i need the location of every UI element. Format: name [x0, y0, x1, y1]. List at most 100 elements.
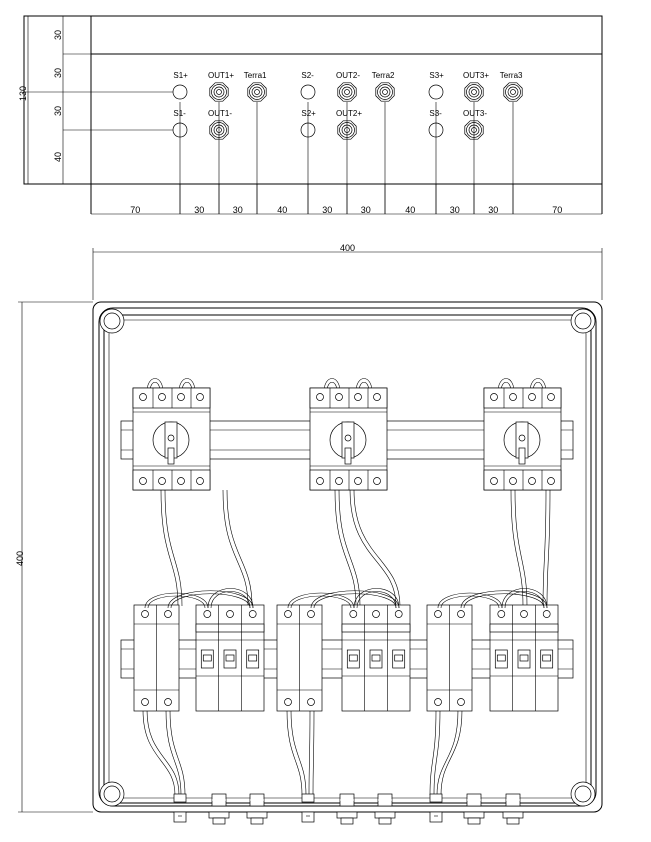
wire	[222, 489, 249, 607]
breaker-toggle	[542, 654, 552, 662]
gland-core	[254, 89, 260, 95]
jumper-wire	[356, 591, 397, 609]
column-dimension-label: 70	[130, 205, 140, 215]
terminal-screw	[158, 477, 166, 485]
jumper-wire	[353, 588, 400, 609]
bottom-entry-hole	[429, 793, 443, 823]
gland-core	[344, 89, 350, 95]
breaker-band	[195, 623, 265, 633]
terminal-screw	[203, 610, 212, 618]
bottom-entry-hole	[301, 793, 315, 823]
jumper-wire	[313, 593, 397, 609]
terminal-screw	[335, 393, 343, 401]
entry-label: S2-	[301, 71, 314, 80]
terminal-screw	[316, 393, 324, 401]
wire	[436, 709, 459, 796]
row-dimension-label: 30	[53, 106, 63, 116]
jumper-wire	[437, 592, 503, 609]
terminal-screw	[248, 610, 257, 618]
terminal-screw	[307, 610, 315, 618]
gland-nut	[374, 811, 396, 819]
breaker-toggle	[248, 654, 258, 662]
cable-gland: Terra1	[244, 71, 267, 102]
row-dimension-label: 40	[53, 152, 63, 162]
terminal-screw	[434, 698, 442, 706]
column-dimension-label: 40	[405, 205, 415, 215]
gland-cap	[340, 817, 354, 825]
jumper-wire	[210, 591, 251, 609]
wire	[429, 709, 437, 796]
terminal-screw	[164, 698, 172, 706]
wire	[312, 709, 315, 796]
breaker-group	[133, 588, 265, 712]
knob-grip	[518, 447, 526, 465]
jumper-wire	[287, 592, 355, 609]
hole-circle	[300, 84, 316, 100]
terminal-screw	[373, 393, 381, 401]
gland-core	[382, 89, 388, 95]
gland-core	[471, 89, 477, 95]
gland-cap	[378, 817, 392, 825]
knob-grip	[167, 447, 175, 465]
bottom-entry-gland	[374, 793, 396, 825]
terminal-screw	[434, 610, 442, 618]
cable-hole: S1+	[172, 71, 188, 100]
gland-cap	[506, 817, 520, 825]
knob-pivot	[518, 434, 526, 442]
hole-stub	[301, 811, 315, 823]
cable-gland: OUT3-	[463, 109, 487, 140]
terminal-screw	[372, 610, 380, 618]
isolator-switch	[483, 378, 562, 491]
breaker-toggle	[371, 654, 381, 662]
entry-label: S3+	[429, 71, 444, 80]
breaker-toggle	[394, 654, 404, 662]
corner-screw	[570, 781, 596, 807]
terminal-screw	[196, 393, 204, 401]
hole-stub	[173, 811, 187, 823]
jumper-wire	[463, 593, 545, 609]
jumper-wire	[144, 592, 209, 609]
knob-pivot	[344, 434, 352, 442]
wire	[146, 709, 180, 796]
column-dimension-label: 30	[488, 205, 498, 215]
terminal-screw	[141, 610, 149, 618]
hole-sleeve	[429, 793, 443, 803]
entry-label: Terra1	[244, 71, 267, 80]
terminal-screw	[177, 393, 185, 401]
column-dimension-label: 70	[552, 205, 562, 215]
entry-label: OUT2+	[336, 109, 362, 118]
entry-label: Terra2	[372, 71, 395, 80]
breaker-toggle	[202, 654, 212, 662]
gland-nut	[336, 811, 358, 819]
terminal-screw	[542, 610, 551, 618]
corner-screw	[99, 308, 125, 334]
column-dimension-label: 30	[361, 205, 371, 215]
isolator-switch	[309, 378, 388, 491]
jumper-wire	[147, 595, 206, 609]
bottom-entry-gland	[208, 793, 230, 825]
bottom-cable-glands	[173, 793, 524, 825]
cable-hole: S2+	[300, 109, 316, 138]
terminal-screw	[547, 477, 555, 485]
terminal-screw	[457, 610, 465, 618]
hole-circle	[428, 84, 444, 100]
terminal-screw	[457, 698, 465, 706]
terminal-screw	[164, 610, 172, 618]
column-dimension-label: 30	[194, 205, 204, 215]
terminal-screw	[307, 698, 315, 706]
bottom-entry-hole	[173, 793, 187, 823]
terminal-screw	[528, 477, 536, 485]
gland-cap	[212, 817, 226, 825]
cable-gland: Terra3	[500, 71, 523, 102]
breaker-toggle	[348, 654, 358, 662]
bottom-entry-gland	[463, 793, 485, 825]
enclosure-width-label: 400	[340, 243, 355, 253]
breaker-groups	[133, 588, 559, 712]
terminal-screw	[354, 393, 362, 401]
terminal-screw	[349, 610, 358, 618]
wire	[164, 489, 183, 607]
enclosure-view: 400 400	[15, 243, 603, 825]
column-dimension-label: 30	[450, 205, 460, 215]
